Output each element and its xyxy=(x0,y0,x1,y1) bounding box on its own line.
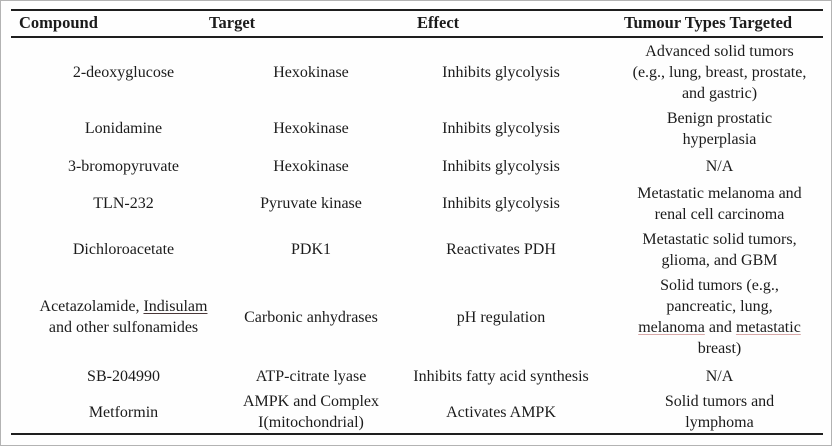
cell-tumour-types: Advanced solid tumors (e.g., lung, breas… xyxy=(616,38,823,106)
cell-text: Inhibits fatty acid synthesis xyxy=(413,367,589,385)
cell-tumour-types: Metastatic melanoma and renal cell carci… xyxy=(616,181,823,226)
column-header-compound: Compound xyxy=(19,13,98,32)
cell-text: Metformin xyxy=(88,403,159,421)
cell-target: Hexokinase xyxy=(236,151,386,181)
cell-compound: Dichloroacetate xyxy=(11,226,236,273)
table-row: Metformin AMPK and Complex I(mitochondria… xyxy=(11,391,823,433)
cell-compound: Lonidamine xyxy=(11,106,236,151)
cell-text: Solid tumors (e.g., pancreatic, lung, me… xyxy=(638,277,801,357)
cell-text: Hexokinase xyxy=(273,63,349,81)
cell-text: Advanced solid tumors (e.g., lung, breas… xyxy=(632,42,807,102)
cell-text: Metastatic melanoma and renal cell carci… xyxy=(637,184,802,223)
cell-text: Pyruvate kinase xyxy=(260,195,362,212)
cell-text: Reactivates PDH xyxy=(446,241,556,258)
cell-effect: Reactivates PDH xyxy=(386,226,616,273)
cell-text: TLN-232 xyxy=(93,195,154,212)
cell-text: Inhibits glycolysis xyxy=(442,195,560,212)
cell-target: AMPK and Complex I(mitochondrial) xyxy=(236,391,386,433)
cell-text: Carbonic anhydrases xyxy=(244,308,378,326)
cell-target: ATP-citrate lyase xyxy=(236,361,386,391)
cell-text: SB-204990 xyxy=(87,367,160,385)
cell-tumour-types: Metastatic solid tumors, glioma, and GBM xyxy=(616,226,823,273)
cell-text: N/A xyxy=(705,157,734,175)
table-bottom-rule xyxy=(11,433,823,435)
cell-text: Dichloroacetate xyxy=(72,241,175,258)
cell-compound: SB-204990 xyxy=(11,361,236,391)
cell-tumour-types: Solid tumors and lymphoma xyxy=(616,391,823,433)
cell-text: 2-deoxyglucose xyxy=(72,63,175,81)
cell-text: 3-bromopyruvate xyxy=(67,157,180,175)
cell-compound: 2-deoxyglucose xyxy=(11,38,236,106)
cell-tumour-types: N/A xyxy=(616,151,823,181)
cell-target: PDK1 xyxy=(236,226,386,273)
cell-text: Activates AMPK xyxy=(446,403,556,421)
cell-text: ATP-citrate lyase xyxy=(255,367,367,385)
cell-effect: Inhibits glycolysis xyxy=(386,151,616,181)
column-header-target: Target xyxy=(209,13,256,32)
cell-target: Hexokinase xyxy=(236,106,386,151)
table-row: Lonidamine Hexokinase Inhibits glycolysis B… xyxy=(11,106,823,151)
cell-tumour-types: N/A xyxy=(616,361,823,391)
compound-table: Compound Target Effect Tumour Types Targ… xyxy=(11,1,823,445)
cell-text: Metastatic solid tumors, glioma, and GBM xyxy=(642,230,797,269)
cell-text: Acetazolamide, Indisulam and other sulfo… xyxy=(39,298,208,336)
cell-compound: 3-bromopyruvate xyxy=(11,151,236,181)
table-row: Dichloroacetate PDK1 Reactivates PDH Metast… xyxy=(11,226,823,273)
column-header-effect: Effect xyxy=(417,13,460,32)
cell-target: Pyruvate kinase xyxy=(236,181,386,226)
cell-text: pH regulation xyxy=(456,308,546,326)
cell-compound: Metformin xyxy=(11,391,236,433)
cell-effect: Inhibits glycolysis xyxy=(386,106,616,151)
spellcheck-underlined-word: metastatic xyxy=(735,319,801,336)
cell-text: Inhibits glycolysis xyxy=(442,63,560,81)
cell-effect: Inhibits glycolysis xyxy=(386,181,616,226)
cell-target: Carbonic anhydrases xyxy=(236,273,386,361)
cell-text: Inhibits glycolysis xyxy=(442,157,560,175)
cell-text: Hexokinase xyxy=(273,157,349,175)
table-header-rule xyxy=(11,36,823,38)
cell-text: PDK1 xyxy=(290,241,331,258)
cell-effect: Activates AMPK xyxy=(386,391,616,433)
cell-effect: Inhibits glycolysis xyxy=(386,38,616,106)
cell-text: Lonidamine xyxy=(84,120,163,137)
cell-text: Benign prostatic hyperplasia xyxy=(666,109,773,148)
spellcheck-underlined-word: Indisulam xyxy=(143,298,208,315)
cell-target: Hexokinase xyxy=(236,38,386,106)
spellcheck-underlined-word: melanoma xyxy=(638,319,705,336)
table-row: Acetazolamide, Indisulam and other sulfo… xyxy=(11,273,823,361)
cell-compound: TLN-232 xyxy=(11,181,236,226)
cell-effect: Inhibits fatty acid synthesis xyxy=(386,361,616,391)
table-row: TLN-232 Pyruvate kinase Inhibits glycolysi… xyxy=(11,181,823,226)
table-top-rule xyxy=(11,9,823,11)
cell-text: Solid tumors and lymphoma xyxy=(664,393,775,431)
table-row: 3-bromopyruvate Hexokinase Inhibits glycol… xyxy=(11,151,823,181)
table-row: 2-deoxyglucose Hexokinase Inhibits glycoly… xyxy=(11,38,823,106)
cell-text: AMPK and Complex I(mitochondrial) xyxy=(243,393,379,431)
cell-text: N/A xyxy=(705,367,734,385)
cell-tumour-types: Solid tumors (e.g., pancreatic, lung, me… xyxy=(616,273,823,361)
cell-effect: pH regulation xyxy=(386,273,616,361)
cell-tumour-types: Benign prostatic hyperplasia xyxy=(616,106,823,151)
table-row: SB-204990 ATP-citrate lyase Inhibits fatty… xyxy=(11,361,823,391)
cell-text: Inhibits glycolysis xyxy=(442,120,560,137)
cell-text: Hexokinase xyxy=(273,120,349,137)
cell-compound: Acetazolamide, Indisulam and other sulfo… xyxy=(11,273,236,361)
column-header-tumour-types: Tumour Types Targeted xyxy=(624,13,793,32)
